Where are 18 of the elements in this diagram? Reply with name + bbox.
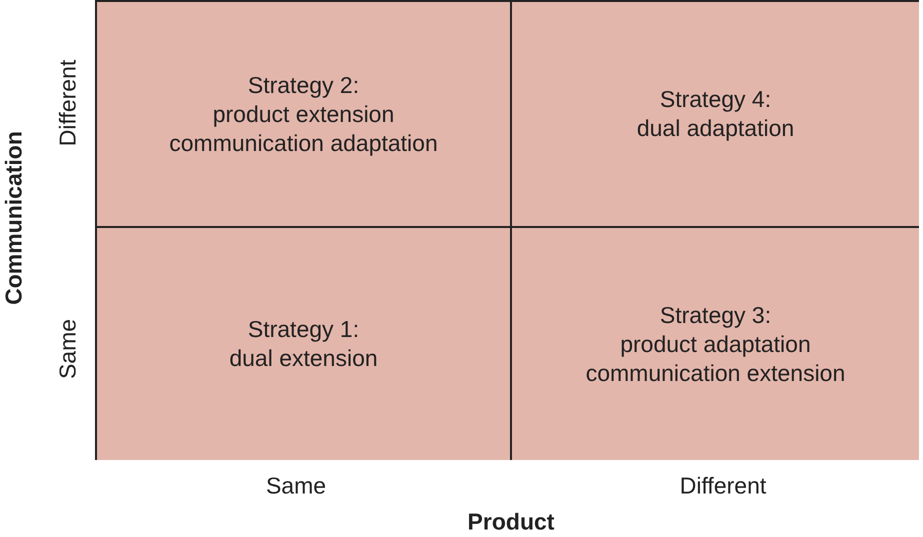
strategy-heading: Strategy 2: xyxy=(248,70,360,100)
strategy-heading: Strategy 4: xyxy=(660,85,772,114)
strategy-heading: Strategy 3: xyxy=(660,300,772,330)
strategy-cell xyxy=(512,2,919,228)
strategy-description: dual adaptation xyxy=(636,114,794,143)
axis-tick-label: Different xyxy=(54,60,82,146)
strategy-cell xyxy=(512,228,919,460)
axis-title: Communication xyxy=(0,131,28,305)
axis-tick-label: Same xyxy=(54,318,82,380)
strategy-heading: Strategy 1: xyxy=(248,315,360,344)
strategy-cell xyxy=(97,228,512,460)
strategy-cell xyxy=(97,2,512,228)
strategy-description: product adaptation communication extension xyxy=(584,330,846,388)
strategy-description: product extension communication adaptation xyxy=(168,100,439,158)
axis-tick-label: Different xyxy=(680,472,766,500)
strategy-description: dual extension xyxy=(229,344,378,373)
axis-title: Product xyxy=(468,508,554,536)
axis-tick-label: Same xyxy=(266,472,326,500)
